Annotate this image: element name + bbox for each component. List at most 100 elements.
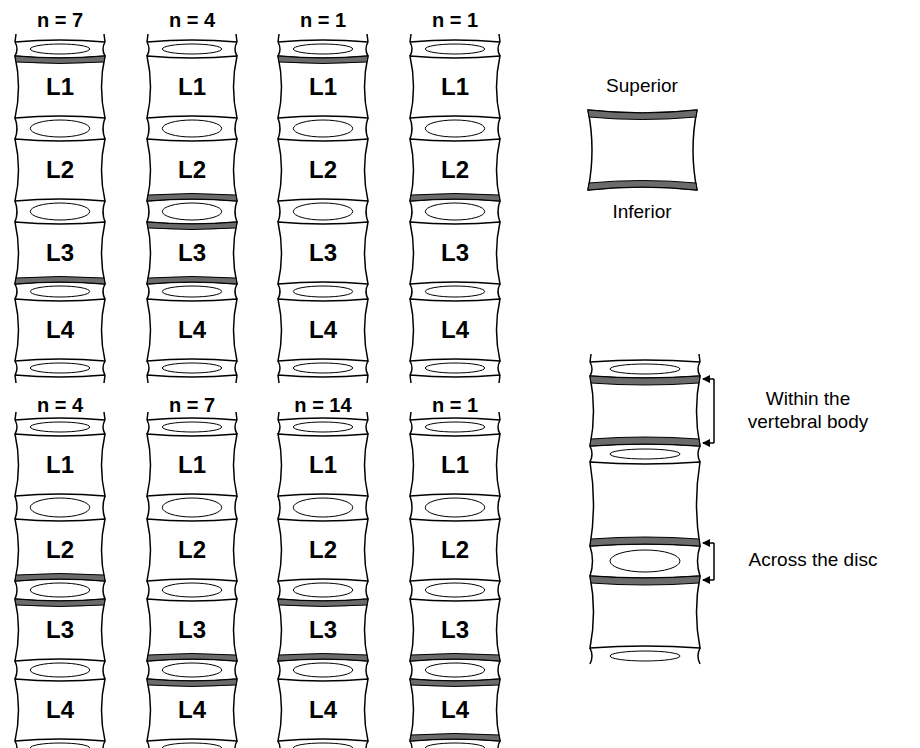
endplate-band [410, 734, 500, 742]
vertebra: L1 [410, 434, 500, 496]
endplate-band [588, 110, 697, 190]
disc-outline [15, 361, 105, 375]
count-label: n = 1 [278, 8, 368, 32]
count-label: n = 4 [147, 8, 237, 32]
vertebra-label: L4 [441, 318, 469, 342]
disc-outline [278, 661, 368, 679]
vertebra-body [410, 56, 500, 118]
disc-nucleus [293, 422, 352, 432]
disc-outline [278, 201, 368, 222]
disc-nucleus [425, 120, 484, 137]
count-label: n = 1 [410, 8, 500, 32]
vertebra-body [147, 434, 237, 496]
disc-nucleus [425, 286, 484, 297]
endplate-band [278, 599, 368, 607]
count-label: n = 4 [15, 393, 105, 417]
legend-label: Within the vertebral body [728, 388, 888, 434]
disc-outline [147, 661, 237, 679]
endplate-band [15, 277, 105, 285]
disc-nucleus [293, 663, 352, 677]
vertebra: L3 [147, 222, 237, 284]
disc-outline [147, 42, 237, 56]
disc-nucleus [30, 363, 89, 373]
vertebra: L2 [15, 519, 105, 581]
disc-nucleus [425, 663, 484, 677]
disc-outline [15, 201, 105, 222]
vertebra-label: L4 [309, 698, 337, 722]
vertebra: L3 [278, 222, 368, 284]
disc-outline [15, 284, 105, 299]
disc-nucleus [162, 583, 221, 597]
vertebra: L1 [410, 56, 500, 118]
vertebra-body [278, 222, 368, 284]
endplate-band [147, 679, 237, 687]
vertebra: L3 [410, 599, 500, 661]
vertebra-body [147, 519, 237, 581]
vertebra-label: L2 [441, 158, 469, 182]
disc-outline [278, 361, 368, 375]
disc-outline [410, 581, 500, 599]
vertebra-body [278, 519, 368, 581]
endplate-band [278, 56, 368, 64]
disc-outline [278, 118, 368, 139]
vertebra: L3 [278, 599, 368, 661]
vertebra-stub [15, 375, 105, 383]
disc-outline [147, 581, 237, 599]
disc-nucleus [293, 743, 352, 748]
endplate-band [590, 376, 700, 585]
disc-outline [147, 361, 237, 375]
disc-nucleus [293, 498, 352, 517]
vertebra-body [15, 139, 105, 201]
disc-outline [278, 420, 368, 434]
vertebra-label: L4 [309, 318, 337, 342]
disc-outline [410, 118, 500, 139]
vertebra: L2 [147, 519, 237, 581]
vertebra-label: L2 [441, 538, 469, 562]
count-label: n = 7 [147, 393, 237, 417]
vertebra-body [410, 519, 500, 581]
vertebra-label: L2 [46, 158, 74, 182]
vertebra-body [410, 599, 500, 661]
vertebra-body [15, 599, 105, 661]
vertebra-stub [278, 34, 368, 42]
disc-outline [15, 420, 105, 434]
endplate-band [15, 599, 105, 607]
legend-vertebra [588, 110, 697, 190]
vertebra-label: L3 [46, 618, 74, 642]
vertebra-label: L3 [178, 241, 206, 265]
vertebra-stub [147, 34, 237, 42]
vertebra-body [278, 56, 368, 118]
disc-nucleus [30, 44, 89, 54]
disc-nucleus [425, 743, 484, 748]
vertebra: L2 [15, 139, 105, 201]
disc-outline [410, 361, 500, 375]
vertebra-body [410, 299, 500, 361]
disc-nucleus [30, 422, 89, 432]
vertebra-label: L2 [178, 158, 206, 182]
vertebra-body [147, 679, 237, 741]
vertebra-label: L1 [46, 453, 74, 477]
vertebra-label: L2 [178, 538, 206, 562]
disc-nucleus [425, 422, 484, 432]
disc-nucleus [30, 663, 89, 677]
endplate-band [278, 654, 368, 662]
vertebra-body [15, 299, 105, 361]
vertebra: L1 [147, 434, 237, 496]
vertebra: L3 [410, 222, 500, 284]
vertebra: L3 [15, 599, 105, 661]
disc-nucleus [425, 363, 484, 373]
disc-nucleus [30, 203, 89, 220]
vertebra: L2 [410, 519, 500, 581]
endplate-band [410, 194, 500, 202]
disc-nucleus [30, 286, 89, 297]
disc-nucleus [30, 498, 89, 517]
vertebra-body [147, 56, 237, 118]
legend-spine [590, 354, 700, 664]
disc-outline [147, 118, 237, 139]
vertebra: L4 [15, 299, 105, 361]
vertebra: L1 [278, 434, 368, 496]
vertebra: L1 [15, 434, 105, 496]
vertebra-body [15, 434, 105, 496]
disc-outline [278, 284, 368, 299]
vertebra-label: L1 [441, 453, 469, 477]
